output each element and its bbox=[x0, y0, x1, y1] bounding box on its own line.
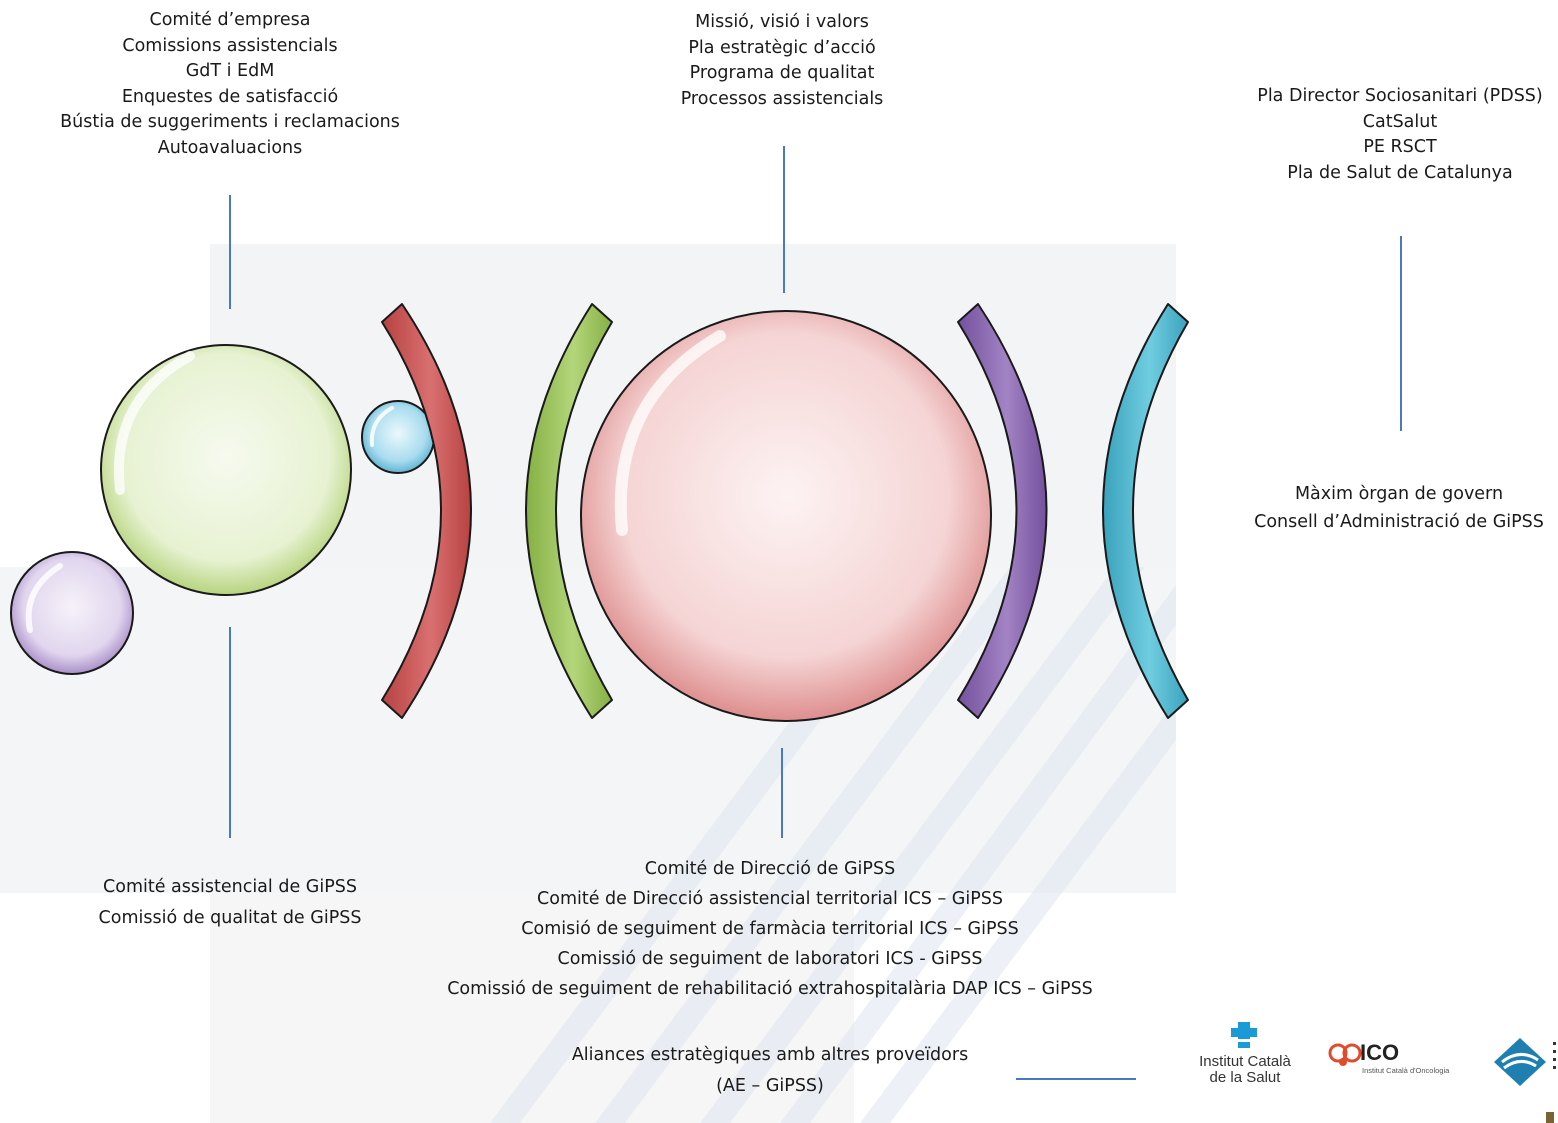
list-item: Programa de qualitat bbox=[689, 63, 875, 83]
connector-top-center bbox=[783, 146, 785, 293]
ics-logo-line: de la Salut bbox=[1209, 1069, 1281, 1086]
pink-circle bbox=[580, 310, 992, 722]
purple-circle bbox=[10, 551, 134, 675]
bottom-left-list: Comité assistencial de GiPSS Comissió de… bbox=[60, 872, 400, 934]
list-item: Comité de Direcció de GiPSS bbox=[644, 859, 896, 879]
ics-logo: Institut Català de la Salut bbox=[1186, 1020, 1304, 1090]
list-item: Comité de Direcció assistencial territor… bbox=[537, 889, 1003, 909]
list-item: Comissió de seguiment de rehabilitació e… bbox=[447, 979, 1093, 999]
ico-logo-name: ICO bbox=[1360, 1040, 1400, 1065]
ico-logo-subtitle: Institut Català d'Oncologia bbox=[1362, 1066, 1450, 1075]
ics-cross-icon bbox=[1231, 1022, 1257, 1048]
corner-mark bbox=[1546, 1112, 1554, 1123]
list-item: Bústia de suggeriments i reclamacions bbox=[60, 112, 400, 132]
list-item: PE RSCT bbox=[1363, 137, 1437, 157]
list-item: Comissió de qualitat de GiPSS bbox=[98, 908, 362, 928]
bottom-center-list: Comité de Direcció de GiPSS Comité de Di… bbox=[420, 854, 1120, 1004]
list-item: Enquestes de satisfacció bbox=[121, 86, 339, 107]
list-item: Autoavaluacions bbox=[157, 137, 303, 158]
list-item: Màxim òrgan de govern bbox=[1294, 484, 1504, 504]
connector-right bbox=[1400, 236, 1402, 431]
list-item: Comité d’empresa bbox=[149, 10, 311, 30]
top-center-list: Missió, visió i valors Pla estratègic d’… bbox=[622, 10, 942, 112]
connector-top-left bbox=[229, 195, 231, 309]
list-item: CatSalut bbox=[1362, 111, 1438, 132]
ico-logo: ICO Institut Català d'Oncologia bbox=[1328, 1040, 1478, 1080]
ics-logo-line: Institut Català bbox=[1199, 1053, 1291, 1070]
red-arc bbox=[381, 303, 472, 719]
alliances-text: Aliances estratègiques amb altres proveï… bbox=[520, 1040, 1020, 1102]
list-item: Pla estratègic d’acció bbox=[688, 37, 876, 58]
green-arc bbox=[525, 303, 613, 719]
list-item: Pla de Salut de Catalunya bbox=[1287, 162, 1513, 183]
connector-bottom-left bbox=[229, 627, 231, 838]
list-item: Consell d’Administració de GiPSS bbox=[1254, 512, 1544, 532]
list-item: Comité assistencial de GiPSS bbox=[103, 877, 357, 897]
list-item: Comissions assistencials bbox=[122, 35, 338, 56]
top-left-list: Comité d’empresa Comissions assistencial… bbox=[20, 8, 440, 161]
list-item: Missió, visió i valors bbox=[695, 12, 869, 32]
partner-emblem-icon bbox=[1494, 1038, 1556, 1086]
list-item: Comissió de seguiment de laboratori ICS … bbox=[557, 949, 983, 969]
cyan-arc bbox=[1102, 303, 1189, 719]
list-item: Processos assistencials bbox=[680, 88, 884, 109]
top-right-list: Pla Director Sociosanitari (PDSS) CatSal… bbox=[1240, 84, 1558, 186]
partner-logo bbox=[1490, 1036, 1558, 1088]
purple-arc bbox=[957, 303, 1048, 719]
decorative-stripes bbox=[490, 567, 1176, 1123]
list-item: Aliances estratègiques amb altres proveï… bbox=[571, 1045, 969, 1065]
list-item: (AE – GiPSS) bbox=[716, 1076, 824, 1096]
connector-alliances bbox=[1016, 1078, 1136, 1080]
green-circle bbox=[100, 344, 352, 596]
blue-circle bbox=[361, 400, 435, 474]
connector-bottom-center bbox=[781, 748, 783, 838]
ico-symbol-icon bbox=[1328, 1043, 1362, 1066]
list-item: Pla Director Sociosanitari (PDSS) bbox=[1257, 86, 1543, 106]
right-mid-list: Màxim òrgan de govern Consell d’Administ… bbox=[1240, 480, 1558, 536]
list-item: Comisió de seguiment de farmàcia territo… bbox=[521, 919, 1019, 939]
list-item: GdT i EdM bbox=[185, 61, 275, 81]
